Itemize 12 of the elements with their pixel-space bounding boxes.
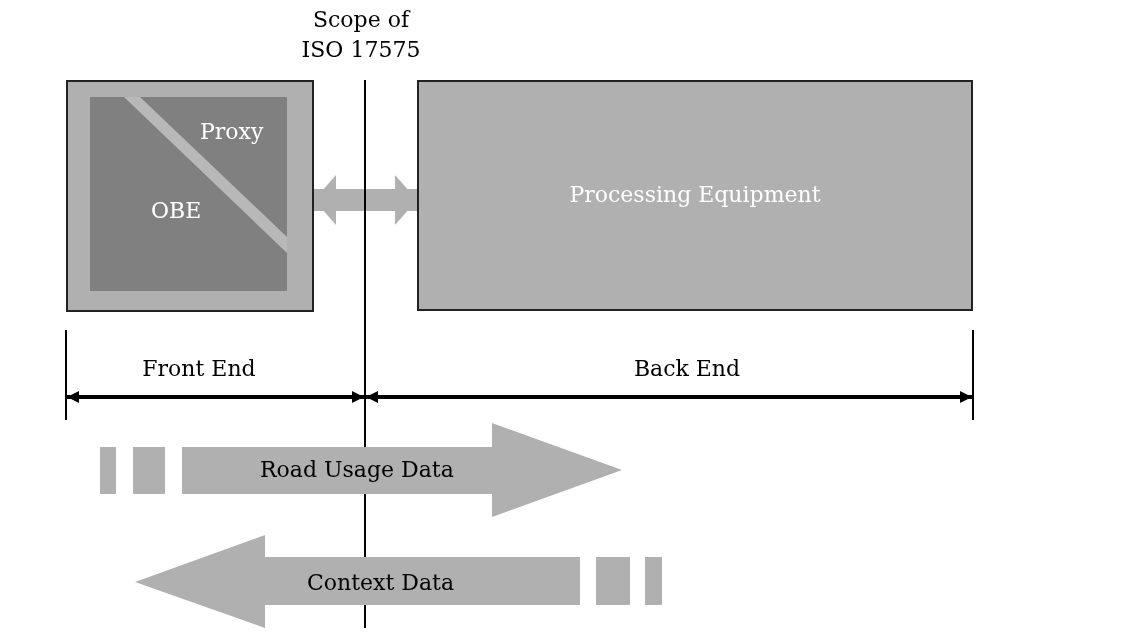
region-label: Proxy [200, 119, 264, 144]
dimension-label: Back End [633, 356, 741, 381]
arrow-label: Context Data [307, 570, 455, 595]
arrow-label: Processing Equipment [568, 181, 822, 207]
dimension-label: Front End [142, 356, 256, 381]
region-label: OBE [151, 198, 202, 223]
scope-label: Scope of ISO 17575 [300, 6, 422, 64]
inner-square [90, 97, 287, 291]
arrow-label: Road Usage Data [260, 457, 454, 482]
device-box [66, 80, 314, 312]
double-arrow [314, 175, 417, 225]
equipment-box [417, 80, 973, 311]
